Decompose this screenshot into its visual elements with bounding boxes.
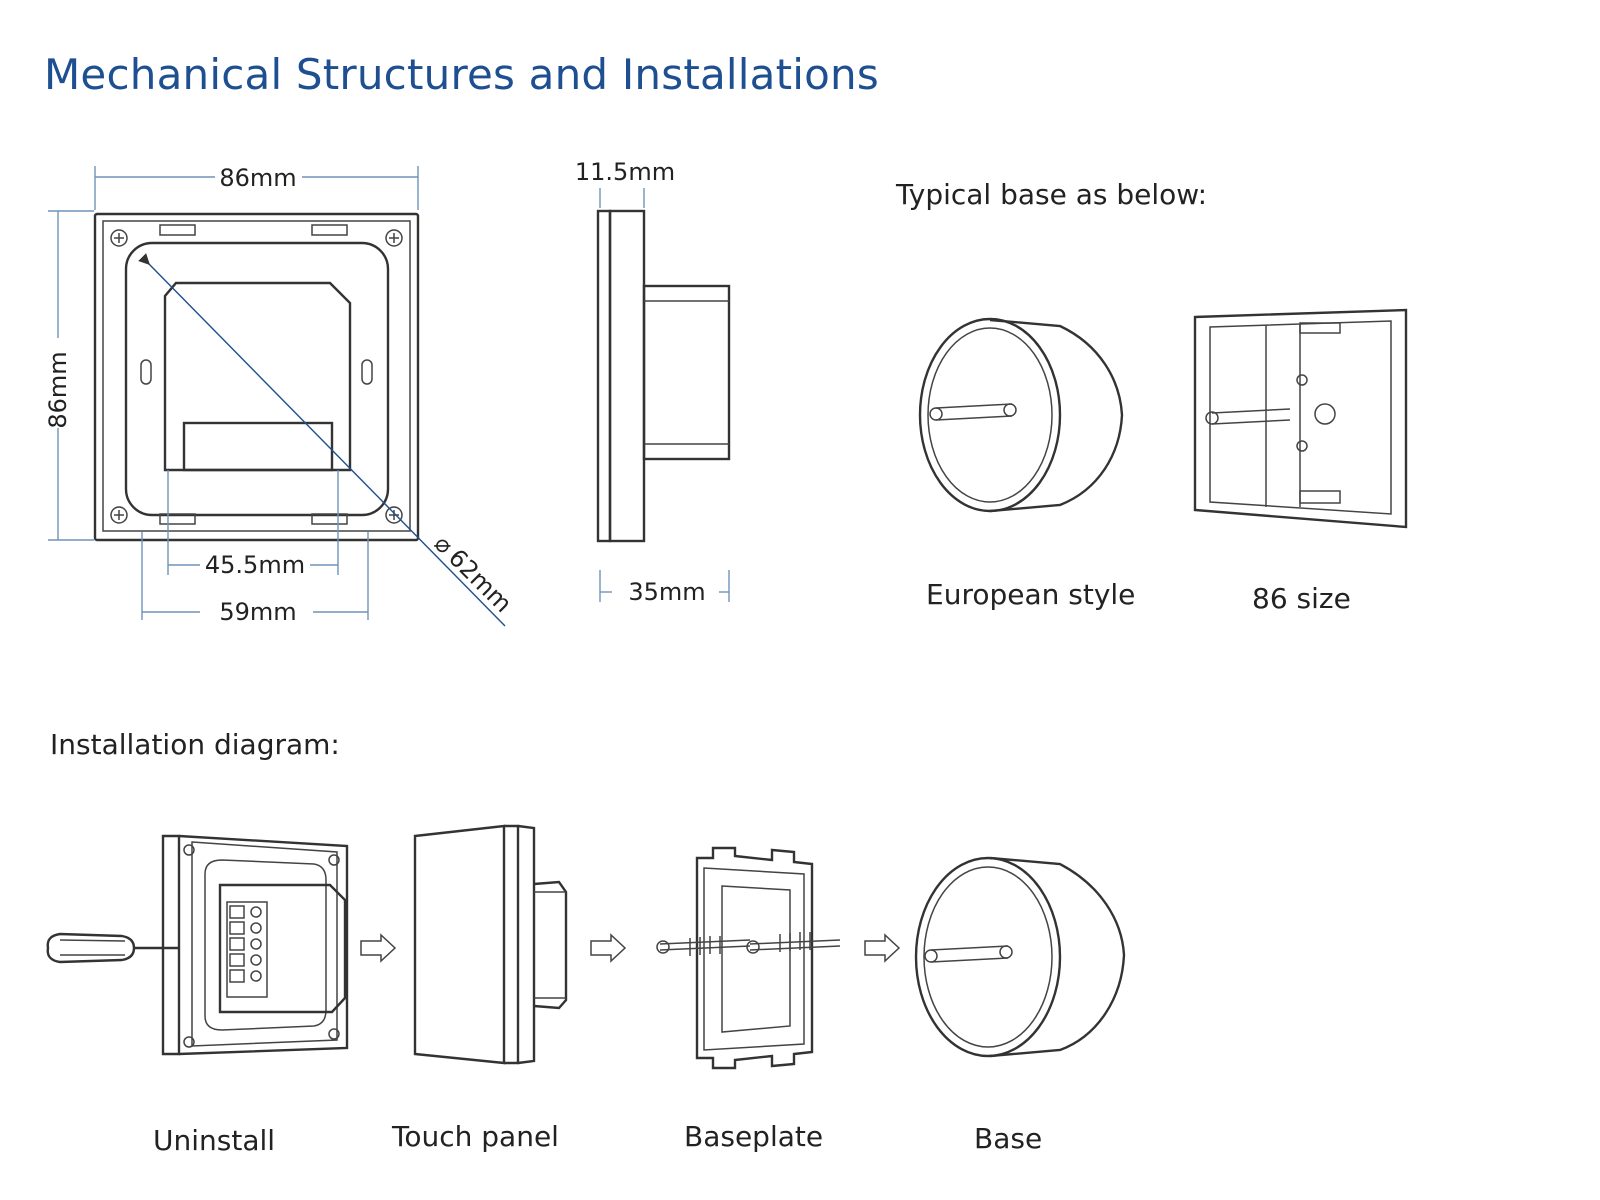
page-title: Mechanical Structures and Installations [44, 50, 879, 99]
dim-thickness-label: 11.5mm [575, 158, 675, 186]
front-view-drawing [93, 212, 506, 627]
side-view-dimensions: 11.5mm 35mm [575, 158, 730, 606]
step-label-uninstall: Uninstall [153, 1124, 276, 1157]
step-arrow-2 [590, 933, 627, 963]
uninstall-drawing [46, 834, 349, 1056]
86-size-label: 86 size [1252, 582, 1351, 615]
base-drawing [914, 856, 1126, 1058]
european-style-label: European style [926, 578, 1136, 611]
dim-width-label: 86mm [219, 164, 296, 192]
european-box-drawing [918, 317, 1124, 513]
dim-inner-label: 45.5mm [205, 551, 305, 579]
side-view-drawing [596, 209, 731, 543]
step-arrow-3 [864, 933, 901, 963]
step-label-baseplate: Baseplate [684, 1120, 824, 1153]
touch-panel-drawing [413, 824, 568, 1065]
step-arrow-1 [360, 933, 397, 963]
step-label-touch-panel: Touch panel [392, 1120, 559, 1153]
baseplate-drawing [656, 846, 841, 1070]
installation-heading: Installation diagram: [50, 728, 340, 761]
86-size-box-drawing [1193, 308, 1408, 529]
dim-depth-label: 35mm [628, 578, 705, 606]
dim-diameter-label: 62mm [443, 544, 517, 618]
step-label-base: Base [974, 1122, 1043, 1155]
typical-base-heading: Typical base as below: [896, 178, 1208, 211]
dim-height-label: 86mm [44, 351, 72, 428]
front-view-dimensions: 86mm 86mm 45.5mm 59mm ⌀ 62mm [44, 164, 517, 626]
dim-outer-label: 59mm [219, 598, 296, 626]
